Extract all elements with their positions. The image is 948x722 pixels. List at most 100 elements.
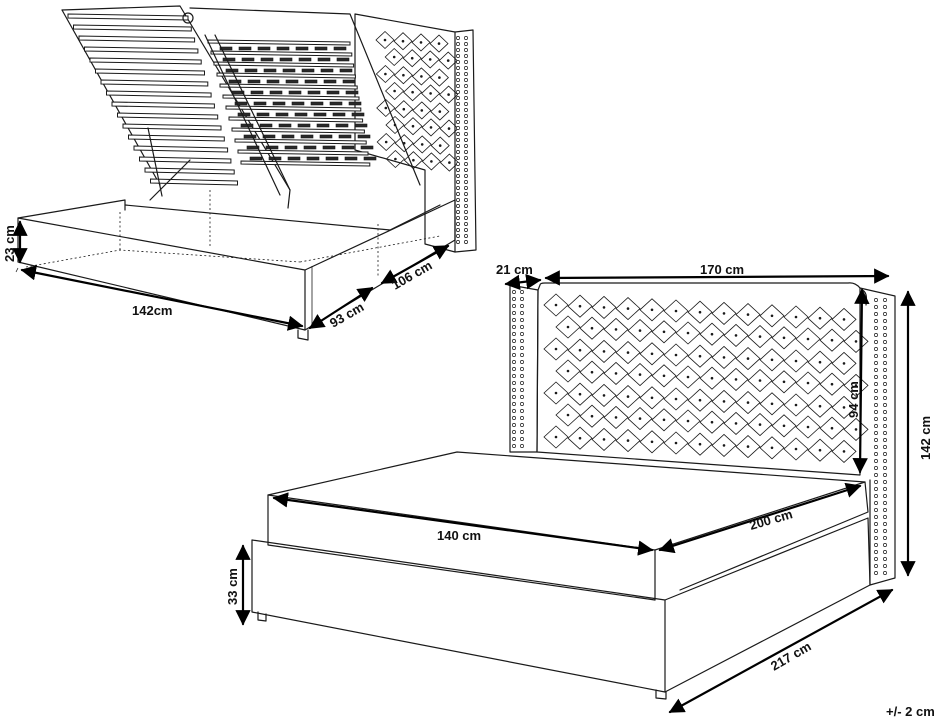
nailhead-stud: [456, 144, 460, 148]
nailhead-stud: [883, 312, 887, 316]
tuft-diamond: [412, 101, 432, 120]
tuft-button: [402, 107, 406, 111]
nailhead-stud: [456, 162, 460, 166]
tuft-diamond: [831, 439, 857, 463]
slat-shadow: [320, 68, 334, 73]
nailhead-stud: [456, 66, 460, 70]
nailhead-stud: [874, 515, 878, 519]
nailhead-stud: [512, 437, 516, 441]
nailhead-stud: [874, 298, 878, 302]
nailhead-stud: [874, 312, 878, 316]
nailhead-stud: [512, 367, 516, 371]
slat-shadow: [291, 101, 305, 106]
tuft-diamond: [375, 64, 395, 84]
nailhead-stud: [874, 487, 878, 491]
nailhead-stud: [512, 374, 516, 378]
tuft-diamond: [439, 85, 459, 104]
slat-shadow: [250, 90, 264, 95]
nailhead-stud: [520, 367, 524, 371]
nailhead-stud: [456, 228, 460, 232]
nailhead-stud: [464, 42, 468, 46]
slat-shadow: [234, 101, 248, 106]
slat: [150, 178, 238, 186]
slat-shadow: [275, 112, 289, 117]
slat-shadow: [243, 134, 257, 139]
slat-shadow: [322, 145, 336, 150]
nailhead-stud: [456, 192, 460, 196]
nailhead-stud: [456, 84, 460, 88]
tuft-button: [674, 309, 678, 313]
nailhead-stud: [520, 374, 524, 378]
nailhead-stud: [456, 42, 460, 46]
tuft-diamond: [831, 395, 857, 419]
storage-bed-headboard: [354, 13, 477, 253]
nailhead-stud: [874, 501, 878, 505]
nailhead-stud: [883, 326, 887, 330]
nailhead-stud: [883, 438, 887, 442]
slat-shadow: [307, 90, 321, 95]
tuft-diamond: [639, 430, 665, 454]
tuft-button: [554, 391, 558, 395]
headboard-wing-label: 21 cm: [496, 262, 533, 277]
tuft-button: [602, 306, 606, 309]
slat-shadow: [336, 57, 350, 62]
tuft-button: [746, 313, 750, 316]
tuft-diamond: [807, 394, 833, 418]
slat-shadow: [357, 134, 371, 139]
tuft-diamond: [831, 307, 857, 331]
tuft-button: [638, 373, 642, 376]
nailhead-stud: [883, 494, 887, 498]
slat-shadow: [253, 101, 267, 106]
tuft-diamond: [747, 369, 773, 393]
tuft-button: [698, 398, 702, 402]
tuft-button: [650, 396, 654, 400]
slat-shadow: [323, 79, 337, 84]
nailhead-stud: [874, 571, 878, 575]
tuft-diamond: [615, 429, 641, 453]
nailhead-stud: [456, 48, 460, 52]
tuft-button: [590, 326, 594, 330]
tuft-button: [830, 426, 834, 430]
tuft-diamond: [747, 325, 773, 349]
nailhead-stud: [456, 102, 460, 106]
tuft-diamond: [663, 343, 689, 367]
nailhead-stud: [520, 318, 524, 322]
nailhead-stud: [512, 297, 516, 301]
nailhead-stud: [874, 403, 878, 407]
tuft-button: [393, 89, 396, 93]
tuft-button: [818, 360, 822, 364]
nailhead-stud: [883, 557, 887, 561]
slat: [219, 83, 358, 90]
tuft-button: [770, 402, 774, 406]
slat-shadow: [329, 101, 343, 106]
base-height-label: 33 cm: [225, 568, 240, 605]
tuft-button: [806, 425, 810, 429]
tuft-button: [566, 325, 570, 329]
nailhead-stud: [464, 84, 468, 88]
tuft-button: [794, 447, 798, 451]
tuft-button: [447, 127, 451, 130]
tuft-button: [429, 126, 433, 129]
nailhead-stud: [520, 395, 524, 399]
nailhead-stud: [874, 431, 878, 435]
slat: [213, 61, 355, 68]
slat-shadow: [342, 79, 356, 84]
tuft-diamond: [615, 297, 641, 321]
tuft-diamond: [555, 315, 581, 339]
nailhead-stud: [874, 522, 878, 526]
slat-shadow: [288, 90, 302, 95]
tuft-button: [782, 424, 786, 428]
tuft-button: [438, 144, 442, 147]
tuft-diamond: [783, 349, 809, 373]
slat-shadow: [266, 79, 280, 84]
nailhead-stud: [520, 430, 524, 434]
tuft-button: [818, 404, 822, 408]
tuft-button: [734, 378, 738, 381]
tuft-diamond: [687, 300, 713, 324]
tuft-button: [384, 140, 388, 144]
tuft-diamond: [421, 118, 441, 137]
tuft-diamond: [819, 328, 845, 352]
nailhead-stud: [464, 240, 468, 244]
tuft-diamond: [567, 426, 593, 450]
